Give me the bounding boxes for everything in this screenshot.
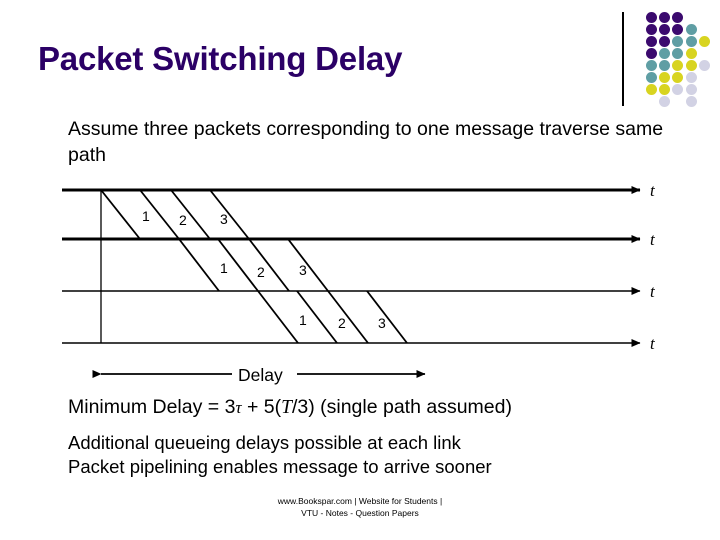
- minimum-delay-formula: Minimum Delay = 3τ + 5(T/3) (single path…: [68, 396, 512, 419]
- logo-dot: [646, 72, 657, 83]
- logo-dot: [672, 48, 684, 59]
- logo-dot: [659, 36, 671, 47]
- formula-suffix: /3) (single path assumed): [291, 396, 512, 418]
- formula-tau-symbol: τ: [235, 398, 242, 417]
- dot-grid-logo: [646, 12, 718, 108]
- axis-label-t-1: t: [650, 181, 655, 200]
- logo-dot: [646, 24, 657, 35]
- axis-label-t-3: t: [650, 282, 655, 301]
- assume-text: Assume three packets corresponding to on…: [68, 118, 664, 166]
- packet-label-r3-p1: 1: [299, 312, 307, 328]
- packet-label-r1-p1: 1: [142, 208, 150, 224]
- logo-dot: [646, 12, 657, 23]
- packet-label-r2-p3: 3: [299, 262, 307, 278]
- logo-dot: [685, 96, 697, 107]
- logo-dot: [672, 12, 684, 23]
- logo-dot: [659, 72, 671, 83]
- logo-dot: [685, 72, 697, 83]
- formula-prefix: Minimum Delay = 3: [68, 396, 236, 418]
- logo-dot: [672, 84, 684, 95]
- packet-label-r3-p3: 3: [378, 315, 386, 331]
- logo-dot: [659, 96, 671, 107]
- logo-dot: [672, 24, 684, 35]
- note-line-1: Additional queueing delays possible at e…: [68, 432, 461, 453]
- logo-dot: [685, 84, 697, 95]
- logo-dot: [672, 60, 684, 71]
- footer-attribution: www.Bookspar.com | Website for Students …: [0, 495, 720, 520]
- logo-dot: [685, 36, 697, 47]
- logo-dot: [685, 24, 697, 35]
- logo-dot: [646, 36, 657, 47]
- logo-dot: [659, 48, 671, 59]
- logo-dot: [685, 48, 697, 59]
- logo-dot: [672, 36, 684, 47]
- logo-dot: [646, 60, 657, 71]
- footer-line-2: VTU - Notes - Question Papers: [301, 508, 419, 519]
- axis-label-t-4: t: [650, 334, 655, 353]
- footer-line-1: www.Bookspar.com | Website for Students …: [277, 496, 443, 506]
- logo-dot: [659, 24, 671, 35]
- logo-dot: [672, 72, 684, 83]
- logo-dot: [659, 60, 671, 71]
- delay-caption: Delay: [238, 365, 283, 385]
- conclusion-notes: Additional queueing delays possible at e…: [68, 431, 668, 479]
- logo-divider: [622, 12, 624, 106]
- packet-label-r1-p2: 2: [179, 212, 187, 228]
- packet-label-r1-p3: 3: [220, 211, 228, 227]
- axis-label-t-2: t: [650, 230, 655, 249]
- formula-mid: + 5(: [241, 396, 282, 418]
- packet-label-r2-p2: 2: [257, 264, 265, 280]
- page-title: Packet Switching Delay: [38, 40, 403, 77]
- packet-label-r3-p2: 2: [338, 315, 346, 331]
- logo-dot: [659, 12, 671, 23]
- packet-label-r2-p1: 1: [220, 260, 228, 276]
- logo-dot: [698, 60, 710, 71]
- formula-T-symbol: T: [281, 397, 292, 418]
- logo-dot: [685, 60, 697, 71]
- logo-dot: [646, 84, 657, 95]
- logo-dot: [659, 84, 671, 95]
- logo-dot: [698, 36, 710, 47]
- logo-dot: [646, 48, 657, 59]
- note-line-2: Packet pipelining enables message to arr…: [68, 456, 492, 478]
